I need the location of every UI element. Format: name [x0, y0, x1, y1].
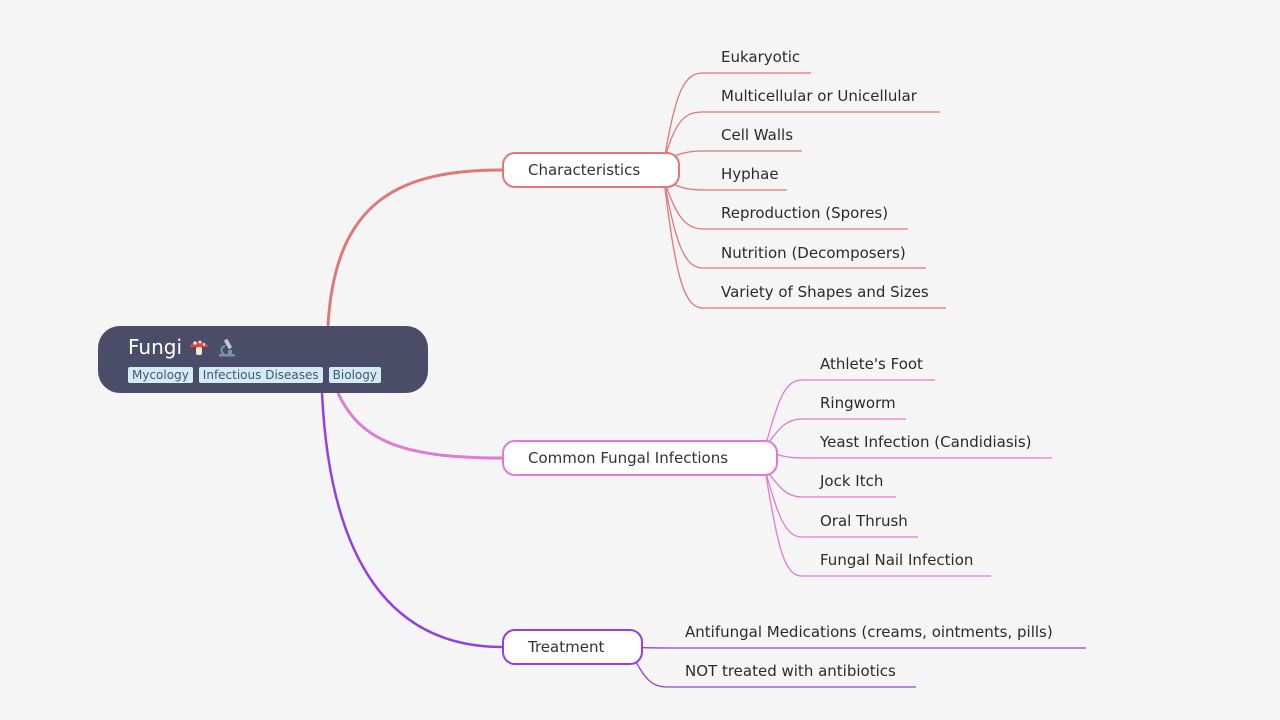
edge-root-infections [336, 392, 503, 460]
edge-root-treatment [320, 392, 503, 649]
tag-biology[interactable]: Biology [328, 367, 381, 383]
branch-node-treatment[interactable]: Treatment [502, 629, 643, 665]
edge-inf-6 [765, 474, 991, 577]
leaf-node[interactable]: Ringworm [820, 394, 896, 412]
leaf-node[interactable]: Jock Itch [820, 472, 884, 490]
leaf-node[interactable]: NOT treated with antibiotics [685, 662, 896, 680]
edge-root-characteristics [326, 168, 503, 327]
leaf-node[interactable]: Yeast Infection (Candidiasis) [820, 433, 1032, 451]
edge-char-3 [664, 150, 802, 161]
leaf-node[interactable]: Athlete's Foot [820, 355, 923, 373]
leaf-node[interactable]: Hyphae [721, 165, 779, 183]
edge-char-2 [664, 111, 940, 158]
branch-node-characteristics[interactable]: Characteristics [502, 152, 680, 188]
central-topic-node[interactable]: Fungi Mycology Infectious Diseases Biolo… [98, 326, 428, 393]
branch-node-common-fungal-infections[interactable]: Common Fungal Infections [502, 440, 778, 476]
microscope-icon [216, 336, 238, 358]
branch-label: Treatment [528, 638, 605, 656]
leaf-node[interactable]: Multicellular or Unicellular [721, 87, 917, 105]
leaf-node[interactable]: Fungal Nail Infection [820, 551, 974, 569]
leaf-node[interactable]: Antifungal Medications (creams, ointment… [685, 623, 1053, 641]
branch-label: Common Fungal Infections [528, 449, 729, 467]
edge-char-6 [664, 184, 926, 269]
tag-mycology[interactable]: Mycology [128, 367, 193, 383]
leaf-node[interactable]: Reproduction (Spores) [721, 204, 889, 222]
mushroom-icon [188, 336, 210, 358]
tag-infectious-diseases[interactable]: Infectious Diseases [198, 367, 323, 383]
leaf-node[interactable]: Oral Thrush [820, 512, 908, 530]
central-topic-title: Fungi [128, 335, 183, 359]
leaf-node[interactable]: Variety of Shapes and Sizes [721, 283, 929, 301]
tag-list: Mycology Infectious Diseases Biology [128, 367, 428, 383]
edge-char-5 [664, 182, 908, 230]
edge-treat-1 [631, 646, 1086, 649]
branch-label: Characteristics [528, 161, 641, 179]
edge-char-1 [664, 72, 811, 156]
leaf-node[interactable]: Cell Walls [721, 126, 794, 144]
edge-inf-5 [765, 472, 918, 538]
edge-char-7 [664, 187, 946, 309]
edge-inf-1 [765, 379, 935, 445]
leaf-node[interactable]: Eukaryotic [721, 48, 801, 66]
leaf-node[interactable]: Nutrition (Decomposers) [721, 244, 906, 262]
